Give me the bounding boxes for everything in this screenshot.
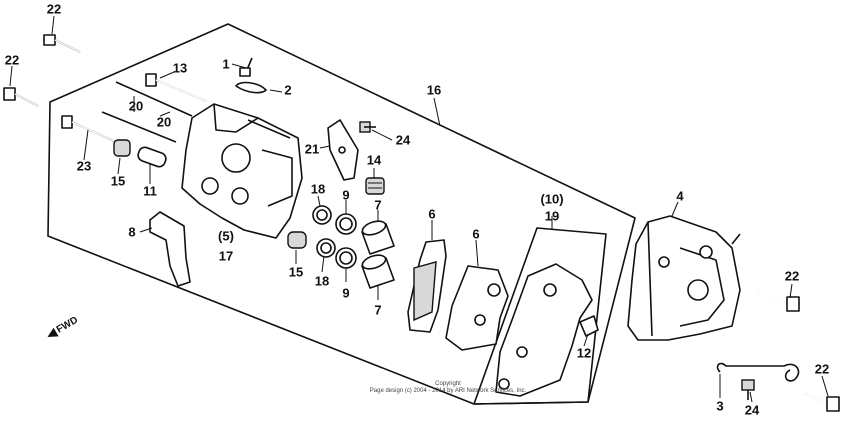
pin-20-upper[interactable] [115,81,193,117]
callout-22-top: 22 [46,1,62,17]
callout-17: 17 [218,248,234,264]
bolt-22-left[interactable] [3,87,39,107]
callout-15-right: 15 [288,264,304,280]
callout-23: 23 [76,158,92,174]
callout-16: 16 [426,82,442,98]
callout-18-lower: 18 [314,273,330,289]
callout-2: 2 [284,82,292,98]
callout-4: 4 [676,188,684,204]
copyright-line-1: Copyright [435,381,461,387]
bolt-23[interactable] [61,115,117,143]
bolt-24-upper[interactable] [359,121,376,133]
callout-8: 8 [128,224,136,240]
pad-spring-8[interactable] [149,211,191,287]
callout-24-upper: 24 [395,132,411,148]
callout-22-left: 22 [4,52,20,68]
bolt-22-right[interactable] [757,293,800,312]
boot-15-right[interactable] [287,231,307,249]
callout-11: 11 [143,183,157,199]
sleeve-11[interactable] [136,146,167,169]
bleeder-cap-2[interactable] [235,81,267,94]
copyright-line-2: Page design (c) 2004 - 2014 by ARI Netwo… [369,388,527,394]
callout-15-left: 15 [110,173,126,189]
callout-14: 14 [366,152,382,168]
callout-6-right: 6 [472,226,480,242]
hose-clip-3[interactable] [716,362,800,382]
plug-14[interactable] [365,177,385,195]
callout-5: (5) [218,228,234,244]
callout-6-left: 6 [428,206,436,222]
callout-9-lower: 9 [342,285,350,301]
callout-1: 1 [222,56,230,72]
brake-pad-6-right[interactable] [445,265,509,351]
callout-13: 13 [172,60,188,76]
callout-20-left: 20 [128,98,144,114]
bolt-24-lower[interactable] [741,379,755,400]
callout-22-right: 22 [784,268,800,284]
callout-21: 21 [304,141,320,157]
bolt-22-top[interactable] [43,34,81,53]
callout-18-upper: 18 [310,181,326,197]
dust-seal-18-lower[interactable] [316,238,336,258]
caliper-bracket-19[interactable] [495,263,593,397]
callout-7-lower: 7 [374,302,382,318]
piston-seal-9-lower[interactable] [335,247,357,269]
piston-7-upper[interactable] [361,219,395,255]
callout-24-lower: 24 [744,402,760,418]
pin-20-lower[interactable] [101,111,177,143]
callout-19: 19 [544,208,560,224]
callout-22-bottom: 22 [814,361,830,377]
piston-7-lower[interactable] [361,253,395,289]
piston-seal-9-upper[interactable] [335,213,357,235]
pin-13[interactable] [145,73,207,102]
boot-15-left[interactable] [113,139,131,157]
callout-7-upper: 7 [374,197,382,213]
leader-lines [9,15,829,403]
bracket-outline [473,227,607,405]
caliper-assembly-4[interactable] [627,215,741,341]
bolt-22-bottom[interactable] [804,393,840,412]
pad-clip-12[interactable] [579,315,599,337]
callout-3: 3 [716,398,724,414]
dust-seal-18-upper[interactable] [312,205,332,225]
callout-10: (10) [540,191,564,207]
caliper-body[interactable] [181,103,303,239]
callout-12: 12 [576,345,592,361]
callout-20-right: 20 [156,114,172,130]
callout-9-upper: 9 [342,187,350,203]
pad-retainer-21[interactable] [327,119,359,181]
brake-pad-6-left[interactable] [407,239,447,333]
copyright-notice: Copyright Page design (c) 2004 - 2014 by… [338,381,558,395]
